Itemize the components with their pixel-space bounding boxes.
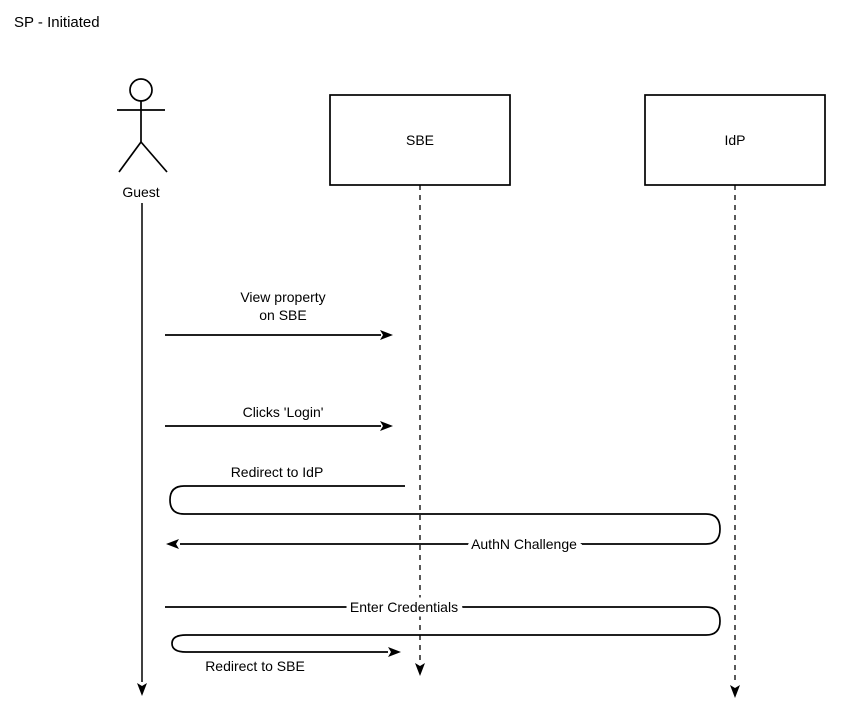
message-redirect-to-idp-label: Redirect to IdP — [231, 464, 324, 480]
message-redirect-to-idp: Redirect to IdP AuthN Challenge — [166, 464, 721, 557]
message-clicks-login: Clicks 'Login' — [165, 404, 393, 431]
message-authn-challenge-arrow-icon — [166, 539, 179, 549]
message-clicks-login-arrow-icon — [380, 421, 393, 431]
message-enter-credentials-label: Enter Credentials — [350, 599, 458, 615]
participant-idp: IdP — [644, 94, 826, 698]
message-authn-challenge-label: AuthN Challenge — [471, 536, 577, 552]
actor-head-icon — [129, 78, 153, 102]
message-view-property-label-line1: View property — [240, 289, 325, 305]
message-view-property: View property on SBE — [165, 289, 393, 340]
message-redirect-to-sbe-arrow-icon — [388, 647, 401, 657]
actor-left-leg-icon — [118, 141, 142, 173]
diagram-title: SP - Initiated — [14, 14, 100, 31]
idp-lifeline-arrow-icon — [730, 685, 740, 698]
message-redirect-to-sbe-label: Redirect to SBE — [205, 658, 305, 674]
actor-right-leg-icon — [140, 141, 168, 173]
sbe-box — [329, 94, 511, 186]
sbe-label: SBE — [406, 132, 434, 148]
participant-sbe: SBE — [329, 94, 511, 676]
message-clicks-login-label: Clicks 'Login' — [243, 404, 324, 420]
idp-box — [644, 94, 826, 186]
message-enter-credentials: Enter Credentials Redirect to SBE — [165, 595, 721, 674]
idp-label: IdP — [724, 132, 745, 148]
message-enter-credentials-path — [165, 606, 721, 653]
actor-label: Guest — [122, 184, 159, 200]
guest-lifeline-arrow-icon — [137, 683, 147, 696]
message-view-property-label-line2: on SBE — [259, 307, 306, 323]
actor-guest: Guest — [117, 78, 168, 696]
message-view-property-arrow-icon — [380, 330, 393, 340]
message-redirect-to-idp-path — [169, 485, 721, 545]
sbe-lifeline-arrow-icon — [415, 663, 425, 676]
